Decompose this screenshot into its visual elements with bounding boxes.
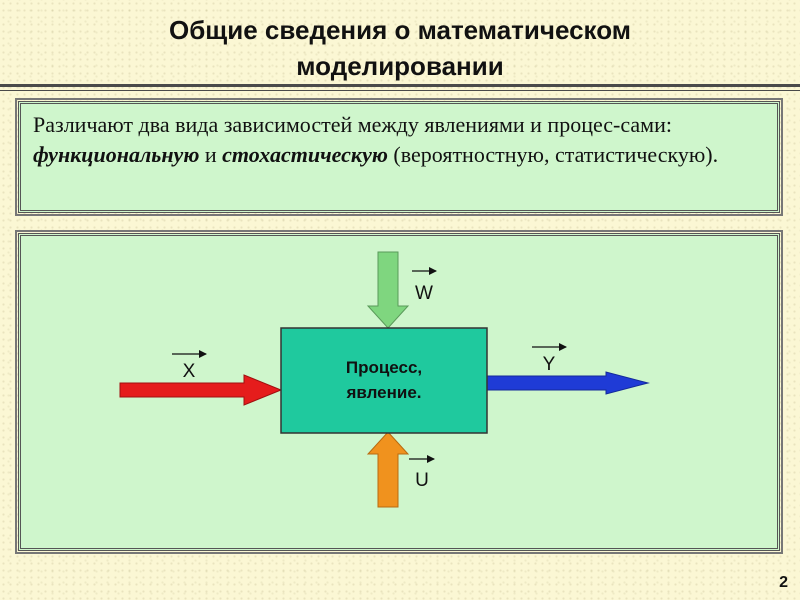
- process-label-line-2: явление.: [345, 383, 421, 402]
- title-line-1: Общие сведения о математическом: [169, 15, 631, 45]
- intro-text: Различают два вида зависимостей между яв…: [33, 110, 763, 170]
- title-line-2: моделировании: [296, 51, 504, 81]
- intro-part-1: Различают два вида зависимостей между яв…: [33, 112, 672, 137]
- output-arrow: [485, 371, 650, 395]
- arrow-right-blue-icon: [485, 371, 650, 395]
- label-x: X: [183, 361, 196, 382]
- input-arrow: [119, 374, 283, 406]
- intro-panel: Различают два вида зависимостей между яв…: [15, 98, 783, 216]
- page-number: 2: [779, 574, 788, 591]
- slide-title: Общие сведения о математическом моделиро…: [40, 12, 760, 84]
- arrow-right-red-icon: [119, 374, 283, 406]
- arrow-up-orange-icon: [366, 431, 410, 508]
- intro-part-2: и: [199, 142, 223, 167]
- label-w: W: [415, 283, 433, 304]
- process-label-line-1: Процесс,: [346, 358, 422, 377]
- label-y: Y: [543, 354, 556, 375]
- bottom-input-arrow: [366, 431, 410, 508]
- intro-part-3: (вероятностную, статистическую).: [387, 142, 719, 167]
- process-box: [280, 327, 488, 434]
- top-input-arrow: [366, 251, 410, 329]
- arrow-down-green-icon: [366, 251, 410, 329]
- term-functional: функциональную: [33, 142, 200, 167]
- label-u: U: [415, 470, 429, 491]
- title-divider: [0, 84, 800, 91]
- term-stochastic: стохастическую: [222, 142, 388, 167]
